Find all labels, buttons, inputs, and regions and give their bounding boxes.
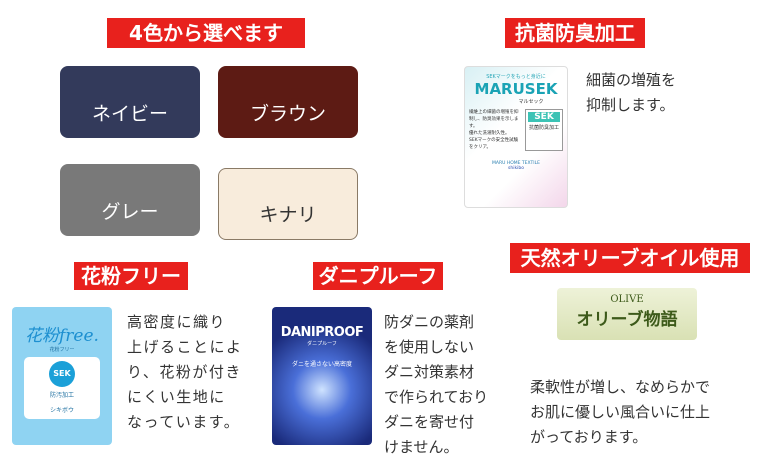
antibacterial-header: 抗菌防臭加工 [505, 18, 645, 48]
tag-brand: MARUSEK [474, 80, 558, 98]
marusek-tag-image: SEKマークをもっと身近に MARUSEK マルセック 繊維上の細菌の増殖を抑制… [464, 66, 568, 208]
pollen-free-tag-image: 花粉free. 花粉フリー SEK 防汚加工 シキボウ [12, 307, 112, 445]
colors-header: 4色から選べます [107, 18, 305, 48]
olive-badge: OLIVE オリーブ物語 [557, 288, 697, 340]
pollen-header: 花粉フリー [74, 262, 188, 290]
antibacterial-text: 細菌の増殖を 抑制します。 [586, 71, 677, 114]
tag-brand: 花粉free. [25, 326, 99, 346]
bullet: 繊維上の細菌の増殖を抑制し、防臭効果を示します。 [469, 110, 519, 129]
swatch-gray[interactable]: グレー [60, 164, 200, 236]
bullet: SEKマークの安全性試験をクリア。 [469, 138, 519, 150]
sek-mark-label: 抗菌防臭加工 [528, 125, 559, 131]
swatch-label: ネイビー [91, 103, 168, 125]
swatch-label: キナリ [259, 204, 317, 226]
tag-bullets: 繊維上の細菌の増殖を抑制し、防臭効果を示します。 優れた洗濯耐久性。 SEKマー… [469, 109, 522, 151]
sek-mark-text: SEK [49, 361, 75, 387]
swatch-brown[interactable]: ブラウン [218, 66, 358, 138]
sek-mark: SEK 抗菌防臭加工 [525, 109, 563, 151]
swatch-label: グレー [101, 201, 159, 223]
tag-sub: ダニプルーフ [307, 341, 337, 347]
tag-text: SEKマークをもっと身近に [486, 74, 546, 80]
sek-mark: SEK 防汚加工 シキボウ [24, 357, 100, 419]
olive-badge-main: オリーブ物語 [576, 310, 678, 330]
tag-caption: ダニを通さない高密度 [291, 361, 352, 368]
tag-sub: マルセック [518, 99, 544, 105]
olive-header: 天然オリーブオイル使用 [510, 243, 750, 273]
swatch-navy[interactable]: ネイビー [60, 66, 200, 138]
olive-badge-top: OLIVE [610, 294, 644, 305]
pollen-text: 高密度に織り 上げることによ り、花粉が付き にくい生地に なっています。 [127, 313, 243, 431]
swatch-kinari[interactable]: キナリ [218, 168, 358, 240]
swatch-label: ブラウン [249, 103, 326, 125]
sek-mark-text: SEK [528, 112, 560, 122]
tag-maker2: shikibo [508, 166, 524, 171]
tag-maker: MARU HOME TEXTILE [492, 161, 540, 166]
mite-text: 防ダニの薬剤 を使用しない ダニ対策素材 で作られており ダニを寄せ付 けません… [384, 313, 489, 456]
tag-brand: DANIPROOF [280, 325, 364, 340]
sek-mark-label: 防汚加工 [49, 392, 74, 399]
daniproof-tag-image: DANIPROOF ダニプルーフ ダニを通さない高密度 [272, 307, 372, 445]
tag-sub: 花粉フリー [49, 347, 75, 353]
tag-maker: シキボウ [49, 407, 74, 414]
mite-header: ダニプルーフ [313, 262, 443, 290]
olive-text: 柔軟性が増し、なめらかで お肌に優しい風合いに仕上 がっております。 [530, 378, 711, 446]
bullet: 優れた洗濯耐久性。 [469, 131, 510, 136]
